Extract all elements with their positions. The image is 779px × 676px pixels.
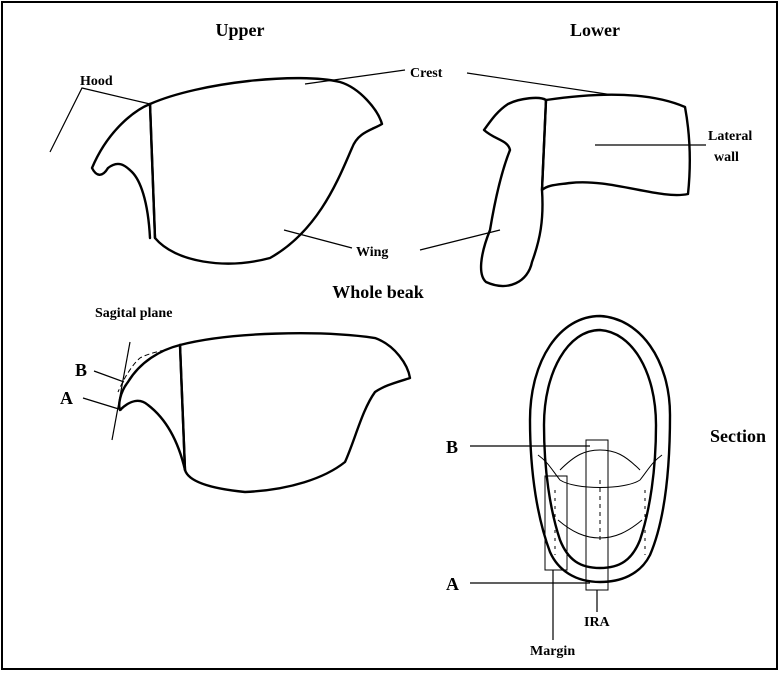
label-lateral-wall-1: Lateral xyxy=(708,129,752,144)
upper-beak-drawing xyxy=(92,78,382,263)
heading-upper: Upper xyxy=(216,20,265,40)
label-section-b: B xyxy=(446,437,458,457)
whole-b-pointer xyxy=(94,371,124,382)
label-hood: Hood xyxy=(80,74,113,89)
wing-pointer-lower xyxy=(420,230,500,250)
heading-whole-beak: Whole beak xyxy=(332,282,424,302)
crest-pointer-lower xyxy=(467,73,613,95)
label-crest: Crest xyxy=(410,66,443,81)
section-drawing xyxy=(530,316,670,582)
label-wing: Wing xyxy=(356,245,388,260)
whole-beak-drawing xyxy=(118,333,410,492)
label-sagital-plane: Sagital plane xyxy=(95,306,172,321)
label-lateral-wall-2: wall xyxy=(714,150,739,165)
heading-lower: Lower xyxy=(570,20,620,40)
label-ira: IRA xyxy=(584,615,611,630)
crest-pointer-upper xyxy=(305,70,405,84)
sagital-plane-line xyxy=(112,342,130,440)
label-section-a: A xyxy=(446,574,459,594)
whole-a-pointer xyxy=(83,398,122,410)
label-whole-b: B xyxy=(75,360,87,380)
lower-beak-drawing xyxy=(481,95,690,286)
label-margin: Margin xyxy=(530,644,575,659)
heading-section: Section xyxy=(710,426,766,446)
hood-pointer xyxy=(50,88,150,152)
label-whole-a: A xyxy=(60,388,73,408)
